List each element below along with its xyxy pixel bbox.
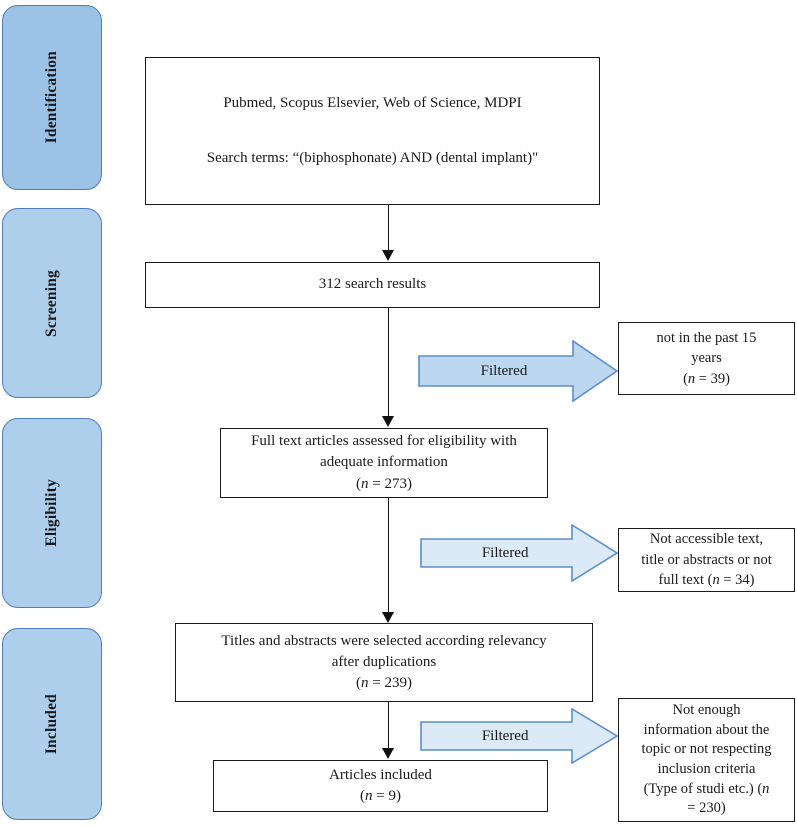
box-excluded-not-enough-info-line5: (Type of studi etc.) (n [641,780,771,800]
n-italic: n [687,370,696,387]
box-excluded-not-recent: not in the past 15 years (n = 39) [618,322,795,395]
box-excluded-not-accessible-line3: full text (n = 34) [641,570,771,591]
box-excluded-not-enough-info-line1: Not enough [672,701,741,718]
filtered-arrow-1-shape [418,340,618,402]
box-search-results-text: 312 search results [319,274,426,295]
box-full-text-assessed-line1: Full text articles assessed for eligibil… [251,433,517,450]
box-articles-included: Articles included (n = 9) [213,760,548,812]
count-value: = 34) [719,572,755,589]
box-articles-included-count: (n = 9) [329,786,432,807]
box-excluded-not-accessible-line1: Not accessible text, [649,531,764,548]
box-full-text-assessed-count: (n = 273) [251,474,517,495]
box-titles-abstracts-line1: Titles and abstracts were selected accor… [221,632,547,649]
box-excluded-not-enough-info: Not enough information about the topic o… [618,698,795,822]
count-value: = 273) [368,475,412,492]
n-italic: n [762,780,770,797]
box-excluded-not-enough-info-line2: information about the [643,721,770,738]
n-italic: n [365,788,373,804]
box-excluded-not-enough-info-line6: = 230) [687,800,726,817]
connector-sources-to-results-arrowhead [382,250,394,261]
box-full-text-assessed-text: Full text articles assessed for eligibil… [251,431,517,495]
stage-eligibility: Eligibility [2,418,102,608]
box-articles-included-line1: Articles included [329,766,432,783]
count-value: = 9) [372,788,401,804]
box-excluded-not-accessible: Not accessible text, title or abstracts … [618,528,795,592]
connector-results-to-fulltext [388,308,389,418]
box-sources-text: Pubmed, Scopus Elsevier, Web of Science,… [207,93,538,170]
n-italic: n [361,475,369,492]
filtered-arrow-2-shape [420,524,618,582]
paren-open: ( [360,788,365,804]
box-articles-included-text: Articles included (n = 9) [329,765,432,808]
stage-included-label: Included [43,693,60,755]
stage-eligibility-label: Eligibility [43,479,60,547]
line5-prefix: (Type of studi etc.) ( [643,780,763,797]
stage-screening: Screening [2,208,102,398]
box-titles-abstracts-count: (n = 239) [221,673,546,694]
box-excluded-not-enough-info-line3: topic or not respecting [641,741,772,758]
stage-screening-label: Screening [43,269,60,337]
count-value: = 39) [695,370,730,387]
box-sources: Pubmed, Scopus Elsevier, Web of Science,… [145,57,600,205]
box-excluded-not-recent-text: not in the past 15 years (n = 39) [657,328,757,390]
filtered-arrow-3-label: Filtered [481,727,529,744]
filtered-arrow-1: Filtered [418,340,618,402]
n-italic: n [361,675,369,692]
n-italic: n [712,572,720,589]
stage-identification-label: Identification [43,51,60,144]
box-excluded-not-enough-info-line4: inclusion criteria [657,761,756,777]
paren-open: ( [356,675,362,692]
paren-open: ( [683,370,688,387]
box-excluded-not-recent-line2: years [691,350,722,367]
box-full-text-assessed-line2: adequate information [320,454,448,471]
box-full-text-assessed: Full text articles assessed for eligibil… [220,428,548,498]
box-titles-abstracts-text: Titles and abstracts were selected accor… [221,631,546,695]
box-sources-line2: Search terms: “(biphosphonate) AND (dent… [206,150,539,166]
connector-sources-to-results [388,205,389,252]
box-excluded-not-accessible-text: Not accessible text, title or abstracts … [641,529,771,591]
box-titles-abstracts-line2: after duplications [331,653,437,670]
connector-fulltext-to-titles [388,498,389,614]
box-excluded-not-recent-line1: not in the past 15 [656,329,757,346]
filtered-arrow-3-shape [420,708,618,764]
count-value: = 239) [368,675,412,692]
filtered-arrow-3: Filtered [420,708,618,764]
connector-results-to-fulltext-arrowhead [382,416,394,427]
filtered-arrow-2: Filtered [420,524,618,582]
filtered-arrow-2-label: Filtered [481,544,529,561]
line3-prefix: full text ( [658,572,713,589]
paren-open: ( [356,475,361,492]
stage-included: Included [2,628,102,820]
connector-titles-to-included-arrowhead [382,748,394,759]
filtered-arrow-1-label: Filtered [480,362,528,379]
spacer [207,114,538,148]
stage-identification: Identification [2,5,102,190]
box-sources-line1: Pubmed, Scopus Elsevier, Web of Science,… [223,94,522,111]
box-search-results: 312 search results [145,262,600,308]
box-search-results-line1: 312 search results [318,276,427,293]
connector-titles-to-included [388,702,389,750]
box-titles-abstracts: Titles and abstracts were selected accor… [175,623,593,702]
box-excluded-not-accessible-line2: title or abstracts or not [641,551,772,568]
connector-fulltext-to-titles-arrowhead [382,612,394,623]
box-excluded-not-recent-count: (n = 39) [657,369,757,390]
box-excluded-not-enough-info-text: Not enough information about the topic o… [641,701,771,819]
